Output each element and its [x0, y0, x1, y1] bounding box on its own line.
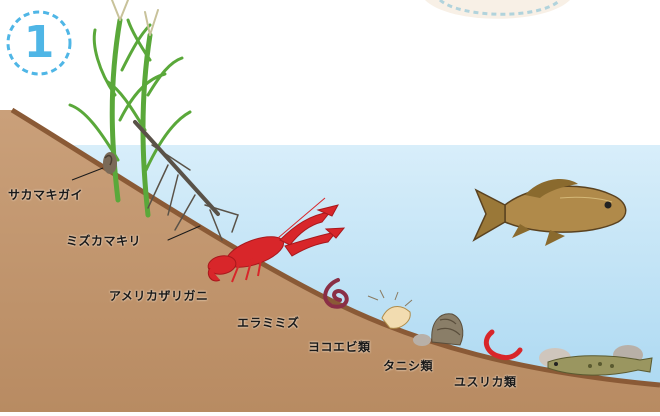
- label-mizukamakiri: ミズカマキリ: [66, 232, 141, 249]
- label-eramimizu: エラミミズ: [237, 314, 300, 331]
- label-yusurika: ユスリカ類: [454, 373, 517, 390]
- label-sakamakigai: サカマキガイ: [8, 186, 83, 203]
- step-number: 1: [6, 14, 72, 72]
- label-tanishi: タニシ類: [383, 357, 433, 374]
- label-americazarigani: アメリカザリガニ: [109, 287, 208, 304]
- label-yokoebi: ヨコエビ類: [308, 338, 371, 355]
